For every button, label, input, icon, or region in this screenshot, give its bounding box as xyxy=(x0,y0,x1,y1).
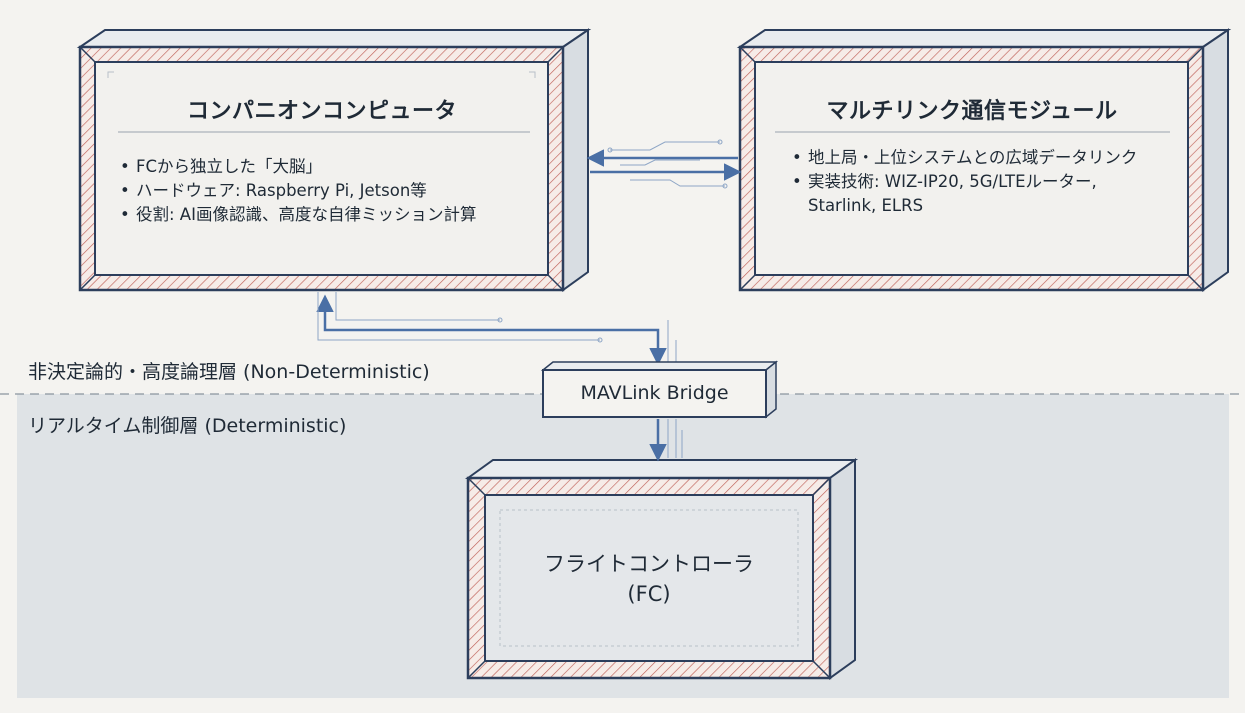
deterministic-layer-label: リアルタイム制御層 (Deterministic) xyxy=(28,415,347,437)
bullet-item: 役割: AI画像認識、高度な自律ミッション計算 xyxy=(118,203,538,227)
companion-bridge-link xyxy=(316,292,677,366)
multilink-module-bullets: 地上局・上位システムとの広域データリンク 実装技術: WIZ-IP20, 5G/… xyxy=(790,146,1166,218)
bridge-fc-link xyxy=(649,419,683,462)
companion-multilink-link xyxy=(586,139,742,189)
companion-computer-title: コンパニオンコンピュータ xyxy=(186,99,457,124)
bullet-item: FCから独立した「大脳」 xyxy=(118,155,538,179)
non-deterministic-layer-label: 非決定論的・高度論理層 (Non-Deterministic) xyxy=(28,361,430,383)
mavlink-bridge-box xyxy=(540,360,779,419)
flight-controller-box xyxy=(464,458,859,680)
bullet-item: 地上局・上位システムとの広域データリンク xyxy=(790,146,1166,170)
mavlink-bridge-label: MAVLink Bridge xyxy=(580,382,729,404)
flight-controller-subtitle: (FC) xyxy=(627,582,671,606)
flight-controller-title: フライトコントローラ xyxy=(544,552,754,576)
multilink-module-title: マルチリンク通信モジュール xyxy=(826,99,1118,124)
companion-computer-bullets: FCから独立した「大脳」 ハードウェア: Raspberry Pi, Jetso… xyxy=(118,155,538,227)
bullet-item: ハードウェア: Raspberry Pi, Jetson等 xyxy=(118,179,538,203)
bullet-item: 実装技術: WIZ-IP20, 5G/LTEルーター, Starlink, EL… xyxy=(790,170,1166,218)
